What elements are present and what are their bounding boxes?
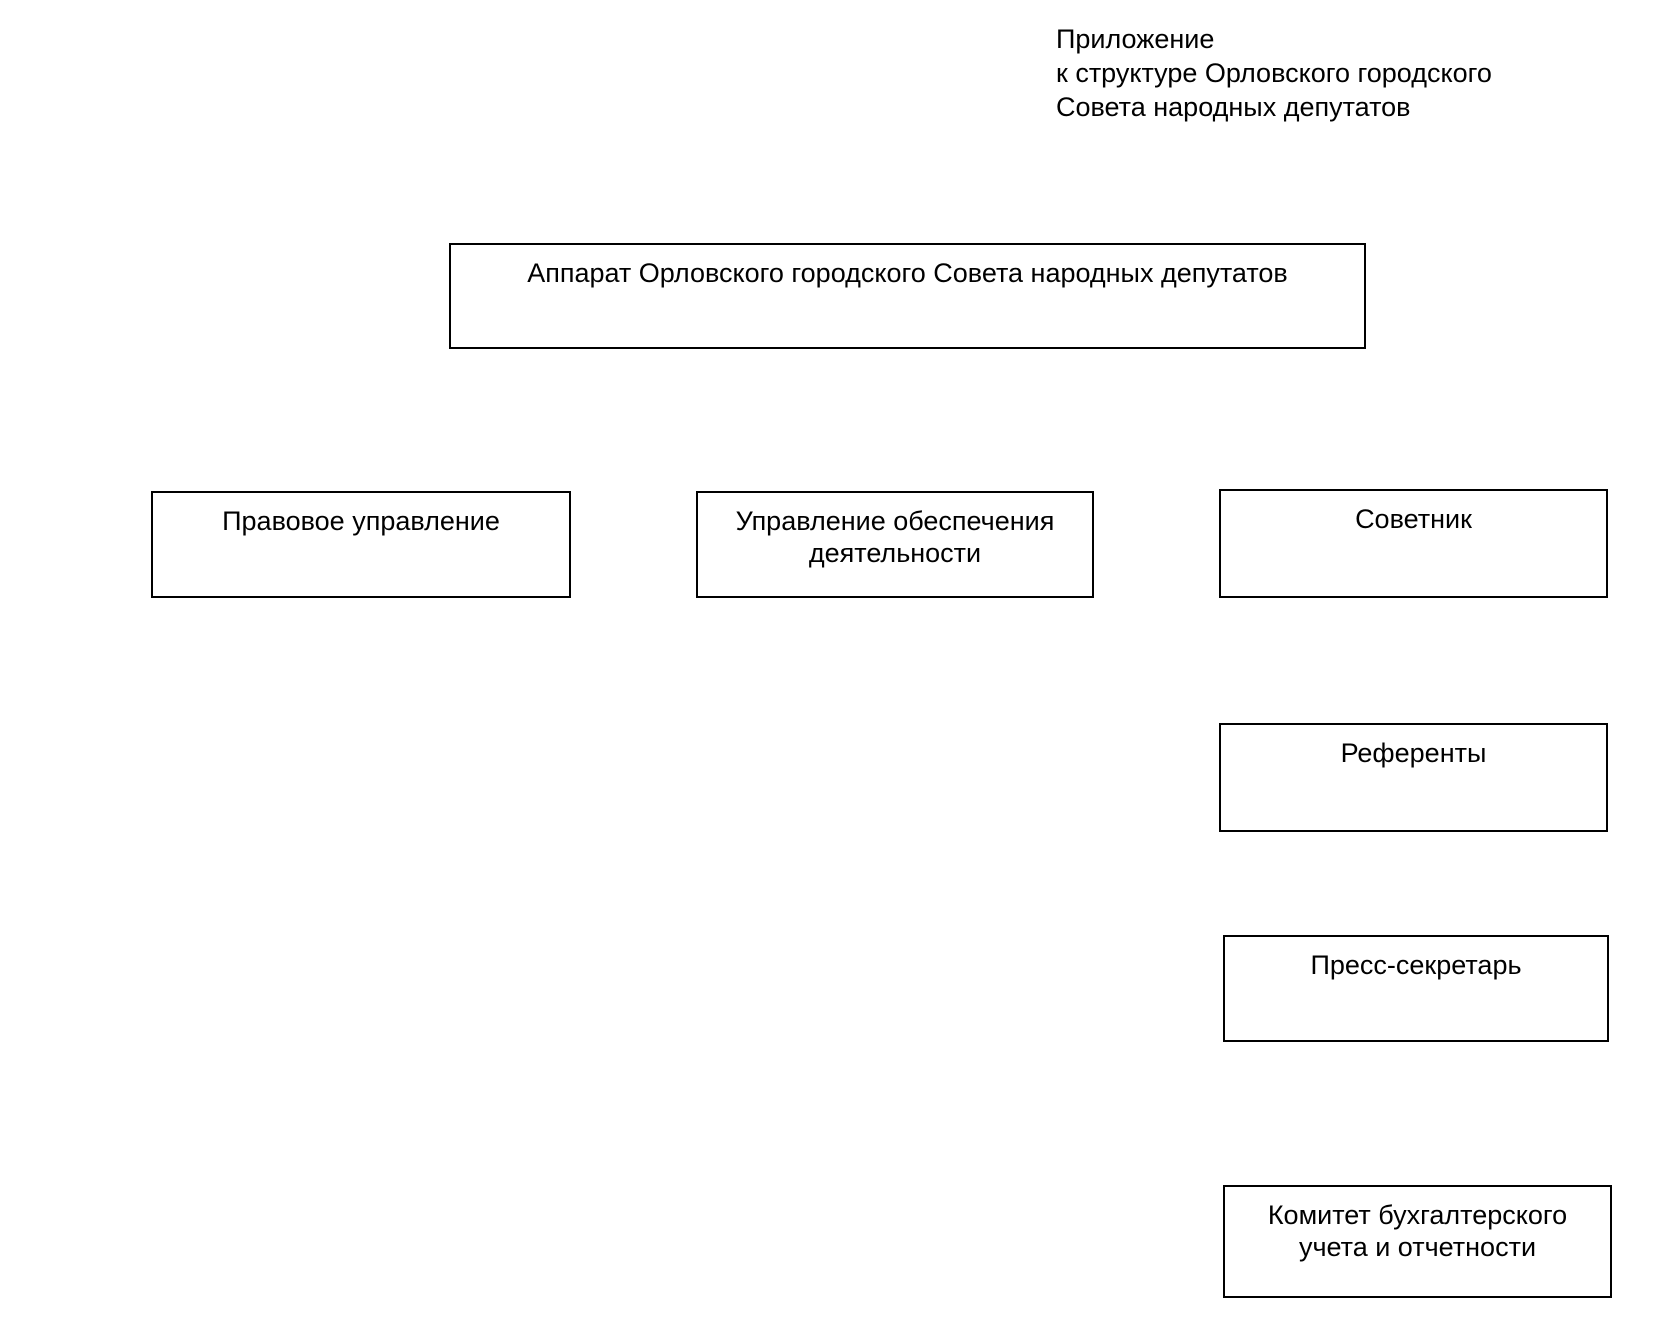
appendix-line-2: к структуре Орловского городского [1056,58,1492,88]
referents-label: Референты [1340,738,1487,768]
advisor-label: Советник [1355,504,1472,534]
accounting-committee-label: Комитет бухгалтерского учета и отчетност… [1267,1200,1568,1262]
press-secretary-label: Пресс-секретарь [1310,950,1522,980]
accounting-committee-box: Комитет бухгалтерского учета и отчетност… [1223,1185,1612,1298]
advisor-box: Советник [1219,489,1608,598]
press-secretary-box: Пресс-секретарь [1223,935,1609,1042]
support-department-label: Управление обеспечения деятельности [735,506,1055,568]
support-department-box: Управление обеспечения деятельности [696,491,1094,598]
apparat-label: Аппарат Орловского городского Совета нар… [527,258,1288,288]
referents-box: Референты [1219,723,1608,832]
appendix-title: Приложение [1056,24,1215,54]
apparat-box: Аппарат Орловского городского Совета нар… [449,243,1366,349]
legal-department-label: Правовое управление [222,506,500,536]
legal-department-box: Правовое управление [151,491,571,598]
appendix-line-3: Совета народных депутатов [1056,92,1411,122]
appendix-note: Приложение к структуре Орловского городс… [1056,22,1576,124]
